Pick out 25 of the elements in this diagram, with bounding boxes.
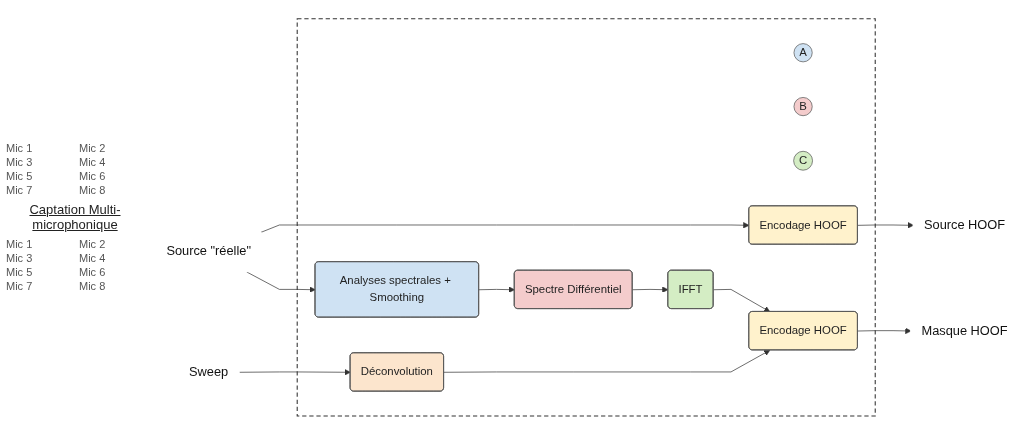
node-circle: B bbox=[793, 96, 813, 116]
mic-label: Mic 4 bbox=[79, 252, 107, 264]
mic-label: Mic 1 bbox=[6, 238, 34, 250]
mic-label: Mic 4 bbox=[79, 156, 107, 168]
cluster bbox=[296, 17, 876, 417]
mic-label: Mic 8 bbox=[79, 280, 107, 292]
mic-label: Mic 3 bbox=[6, 156, 34, 168]
mic-label: Mic 6 bbox=[79, 170, 107, 182]
node-circle: A bbox=[793, 42, 813, 62]
mic-label: Mic 8 bbox=[79, 184, 107, 196]
node-text: Source "réelle" bbox=[166, 243, 251, 258]
node-text: Source HOOF bbox=[923, 217, 1006, 232]
mic-label: Mic 5 bbox=[6, 170, 34, 182]
mic-label: Mic 5 bbox=[6, 266, 34, 278]
mic-label: Mic 7 bbox=[6, 184, 34, 196]
mic-label: Mic 1 bbox=[6, 142, 34, 154]
mic-label: Mic 2 bbox=[79, 238, 107, 250]
node-text: Sweep bbox=[189, 364, 229, 379]
caption-text: Captation Multi-microphonique bbox=[28, 202, 122, 232]
mic-label: Mic 2 bbox=[79, 142, 107, 154]
mic-label: Mic 3 bbox=[6, 252, 34, 264]
mic-label: Mic 7 bbox=[6, 280, 34, 292]
mic-label: Mic 6 bbox=[79, 266, 107, 278]
node-text: Masque HOOF bbox=[921, 322, 1008, 338]
node-circle: C bbox=[793, 150, 813, 171]
